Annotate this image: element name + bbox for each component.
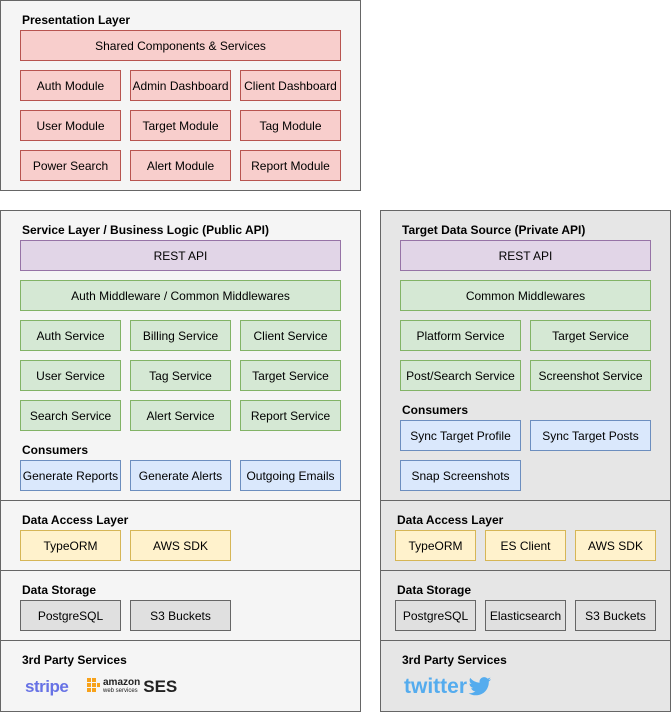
twitter-logo: twitter bbox=[404, 675, 492, 699]
aws-ses-logo: amazon web services SES bbox=[86, 676, 177, 698]
module-box: Power Search bbox=[20, 150, 121, 181]
stripe-logo: stripe bbox=[25, 677, 69, 696]
service-box: Search Service bbox=[20, 400, 121, 431]
module-box: Alert Module bbox=[130, 150, 231, 181]
storage-box: S3 Buckets bbox=[575, 600, 656, 631]
private-third-party-panel bbox=[380, 640, 671, 712]
service-box: Screenshot Service bbox=[530, 360, 651, 391]
private-data-access-title: Data Access Layer bbox=[397, 513, 504, 527]
service-box: Report Service bbox=[240, 400, 341, 431]
service-box: Tag Service bbox=[130, 360, 231, 391]
consumer-box: Sync Target Posts bbox=[530, 420, 651, 451]
service-box: Post/Search Service bbox=[400, 360, 521, 391]
aws-webservices-text: web services bbox=[103, 688, 138, 694]
public-third-party-panel bbox=[0, 640, 361, 712]
consumer-box: Snap Screenshots bbox=[400, 460, 521, 491]
module-box: Report Module bbox=[240, 150, 341, 181]
ses-text: SES bbox=[143, 677, 178, 696]
storage-box: PostgreSQL bbox=[20, 600, 121, 631]
module-box: Tag Module bbox=[240, 110, 341, 141]
rest-api-box: REST API bbox=[20, 240, 341, 271]
aws-amazon-text: amazon bbox=[103, 677, 141, 688]
module-box: Auth Module bbox=[20, 70, 121, 101]
module-box: Client Dashboard bbox=[240, 70, 341, 101]
rest-api-box: REST API bbox=[400, 240, 651, 271]
data-access-box: AWS SDK bbox=[130, 530, 231, 561]
middleware-box: Auth Middleware / Common Middlewares bbox=[20, 280, 341, 311]
consumers-title: Consumers bbox=[402, 403, 469, 417]
consumers-title: Consumers bbox=[22, 443, 89, 457]
private-third-party-title: 3rd Party Services bbox=[402, 653, 507, 667]
data-access-box: AWS SDK bbox=[575, 530, 656, 561]
twitter-text: twitter bbox=[404, 675, 467, 698]
service-box: Client Service bbox=[240, 320, 341, 351]
service-box: Target Service bbox=[530, 320, 651, 351]
target-data-source-title: Target Data Source (Private API) bbox=[402, 223, 586, 237]
data-access-box: TypeORM bbox=[395, 530, 476, 561]
storage-box: S3 Buckets bbox=[130, 600, 231, 631]
module-box: Target Module bbox=[130, 110, 231, 141]
service-box: Billing Service bbox=[130, 320, 231, 351]
shared-components-box: Shared Components & Services bbox=[20, 30, 341, 61]
consumer-box: Generate Reports bbox=[20, 460, 121, 491]
service-layer-title: Service Layer / Business Logic (Public A… bbox=[22, 223, 269, 237]
service-box: Target Service bbox=[240, 360, 341, 391]
storage-box: PostgreSQL bbox=[395, 600, 476, 631]
module-box: Admin Dashboard bbox=[130, 70, 231, 101]
consumer-box: Generate Alerts bbox=[130, 460, 231, 491]
consumer-box: Sync Target Profile bbox=[400, 420, 521, 451]
aws-logo-icon bbox=[87, 678, 100, 692]
presentation-layer-title: Presentation Layer bbox=[22, 13, 131, 27]
public-data-storage-title: Data Storage bbox=[22, 583, 97, 597]
storage-box: Elasticsearch bbox=[485, 600, 566, 631]
service-box: User Service bbox=[20, 360, 121, 391]
service-box: Auth Service bbox=[20, 320, 121, 351]
public-data-access-title: Data Access Layer bbox=[22, 513, 129, 527]
consumer-box: Outgoing Emails bbox=[240, 460, 341, 491]
service-box: Alert Service bbox=[130, 400, 231, 431]
private-data-storage-title: Data Storage bbox=[397, 583, 472, 597]
service-box: Platform Service bbox=[400, 320, 521, 351]
module-box: User Module bbox=[20, 110, 121, 141]
twitter-bird-icon bbox=[468, 677, 492, 696]
middleware-box: Common Middlewares bbox=[400, 280, 651, 311]
public-third-party-title: 3rd Party Services bbox=[22, 653, 127, 667]
data-access-box: ES Client bbox=[485, 530, 566, 561]
data-access-box: TypeORM bbox=[20, 530, 121, 561]
